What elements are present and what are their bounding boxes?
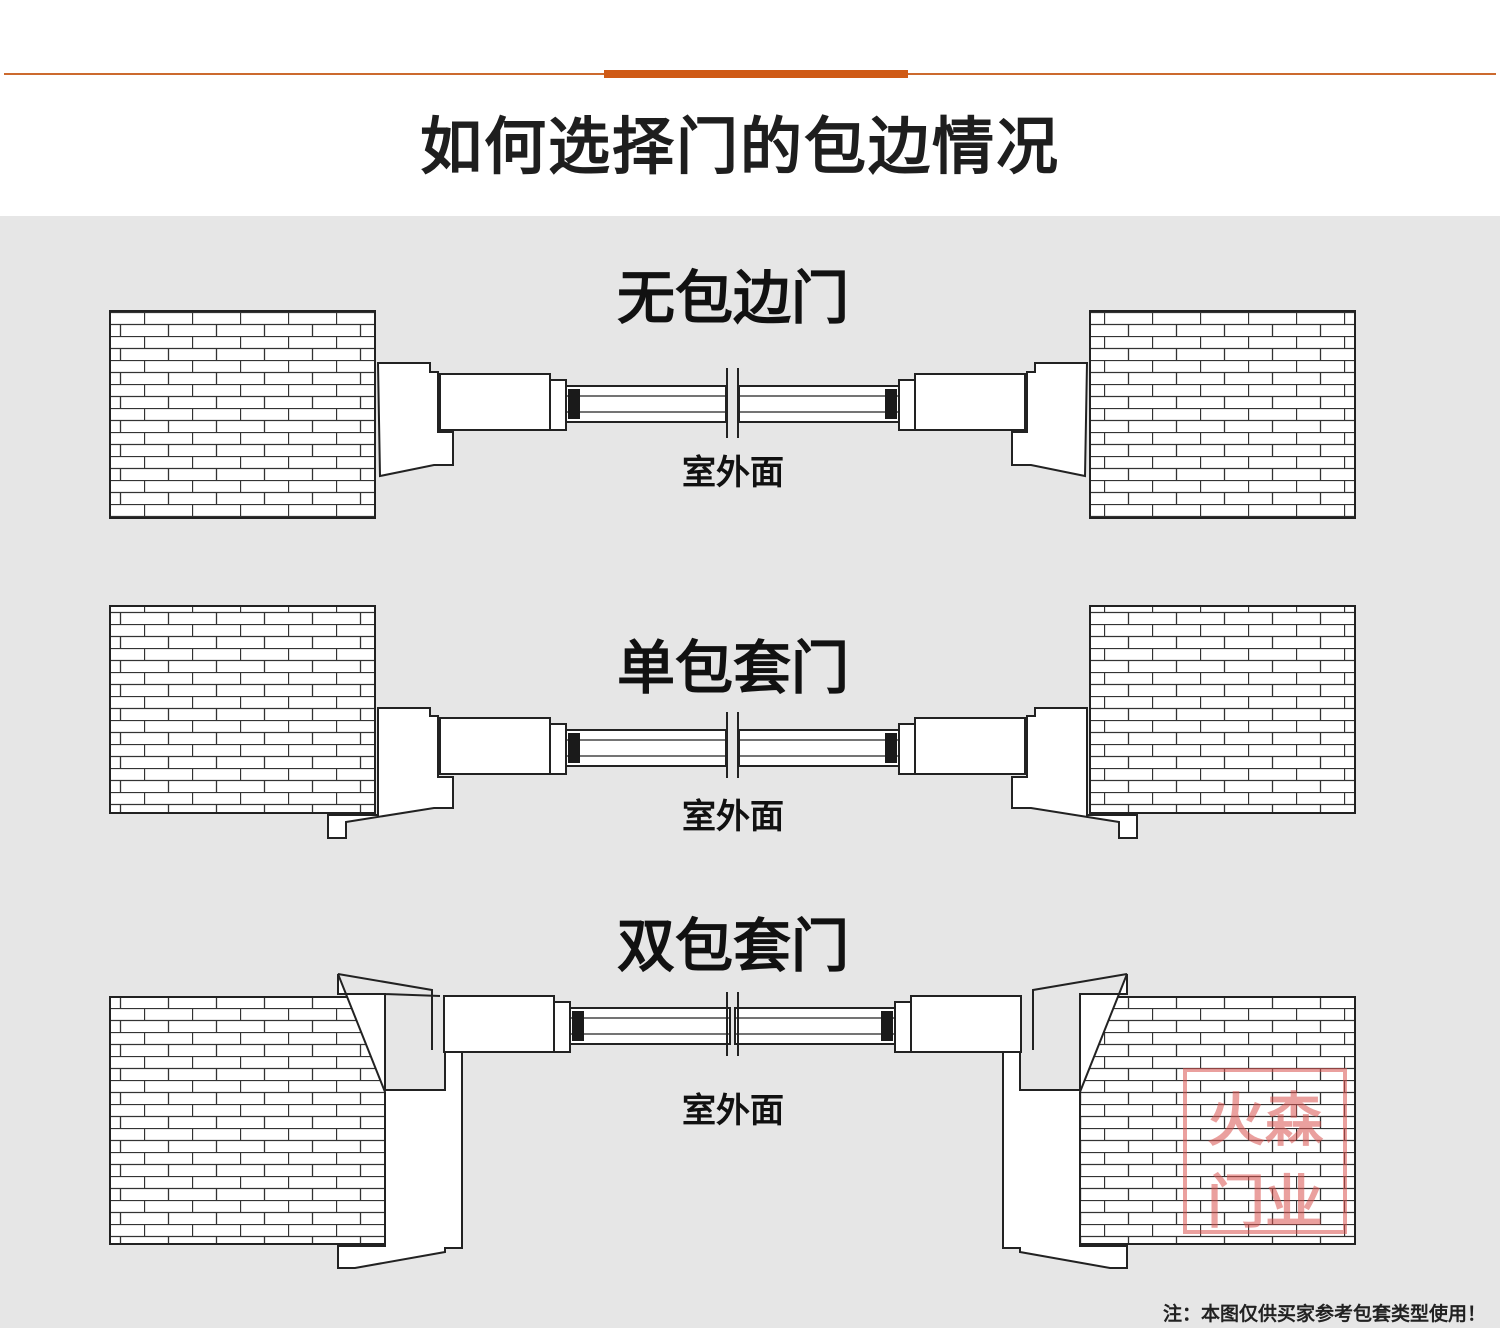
wall-right bbox=[1089, 605, 1356, 814]
door-leaf-left bbox=[439, 717, 727, 775]
wall-left bbox=[109, 605, 376, 814]
wall-right bbox=[1089, 310, 1356, 519]
footer-note: 注：本图仅供买家参考包套类型使用！ bbox=[1162, 1303, 1486, 1325]
section-double-casing: 双包套门 室外面 bbox=[109, 912, 1356, 1269]
door-frame-left bbox=[337, 973, 463, 1269]
door-leaf-right bbox=[738, 717, 1026, 775]
outdoor-side-label: 室外面 bbox=[682, 1091, 784, 1131]
door-leaf-left bbox=[439, 373, 727, 431]
outdoor-side-label: 室外面 bbox=[682, 453, 784, 493]
header-band bbox=[0, 0, 1500, 216]
door-leaf-right bbox=[734, 995, 1022, 1053]
wall-left bbox=[109, 996, 386, 1245]
door-frame-right bbox=[1011, 707, 1138, 839]
outdoor-side-label: 室外面 bbox=[682, 797, 784, 837]
svg-text:门业: 门业 bbox=[1207, 1168, 1323, 1236]
door-frame-left bbox=[376, 362, 454, 478]
wall-left bbox=[109, 310, 376, 519]
section-no-casing: 无包边门 室外面 bbox=[109, 264, 1356, 519]
section-title-single-casing: 单包套门 bbox=[617, 634, 849, 702]
door-leaf-left bbox=[443, 995, 731, 1053]
seal-watermark: 火森 门业 bbox=[1183, 1068, 1347, 1236]
svg-text:火森: 火森 bbox=[1207, 1086, 1324, 1154]
page-title: 如何选择门的包边情况 bbox=[419, 110, 1060, 183]
door-frame-left bbox=[327, 707, 454, 839]
door-leaf-right bbox=[738, 373, 1026, 431]
door-frame-right bbox=[1011, 362, 1089, 478]
section-single-casing: 单包套门 室外面 bbox=[109, 605, 1356, 839]
wall-right bbox=[1079, 996, 1356, 1245]
door-frame-right bbox=[1002, 973, 1128, 1269]
section-title-double-casing: 双包套门 bbox=[617, 912, 849, 980]
section-title-no-casing: 无包边门 bbox=[617, 264, 849, 332]
header-rule-accent bbox=[604, 70, 908, 78]
